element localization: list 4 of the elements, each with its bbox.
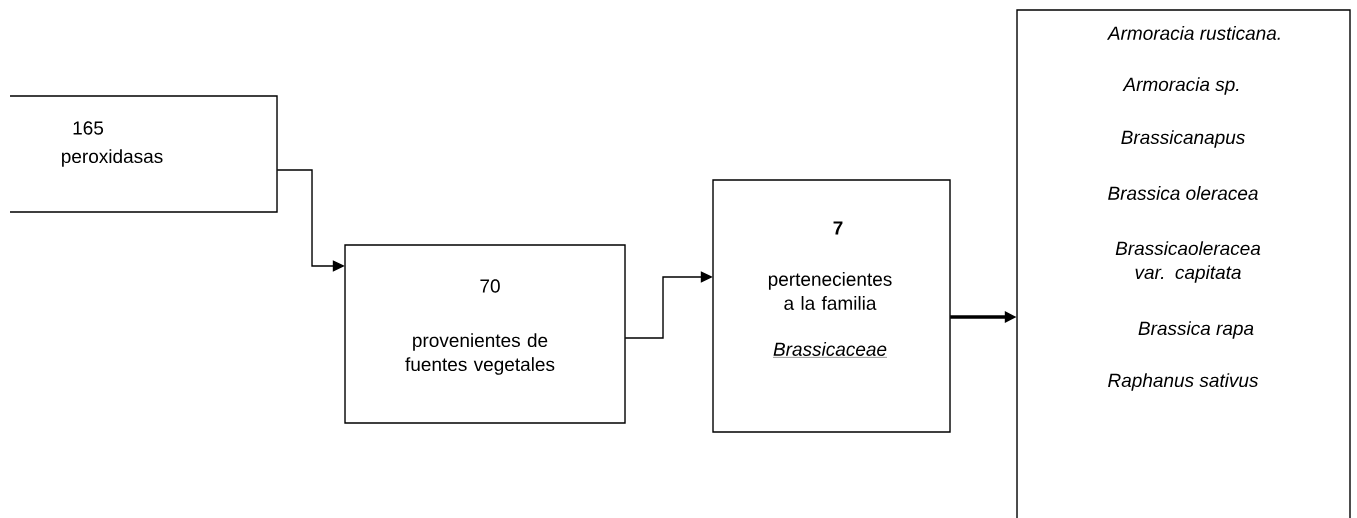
process-box: 70 provenientes de fuentes vegetales bbox=[344, 244, 626, 424]
process-box: 165 peroxidasas bbox=[9, 95, 278, 213]
process-box: 7 pertenecientes a la familia Brassicaceae bbox=[712, 179, 951, 433]
process-box: Armoracia rusticana. Armoracia sp. Brassicanapus Brassica oleracea Brassicaoleracea var. capitata Brassica rapa Raphanus sativus bbox=[1016, 9, 1351, 518]
